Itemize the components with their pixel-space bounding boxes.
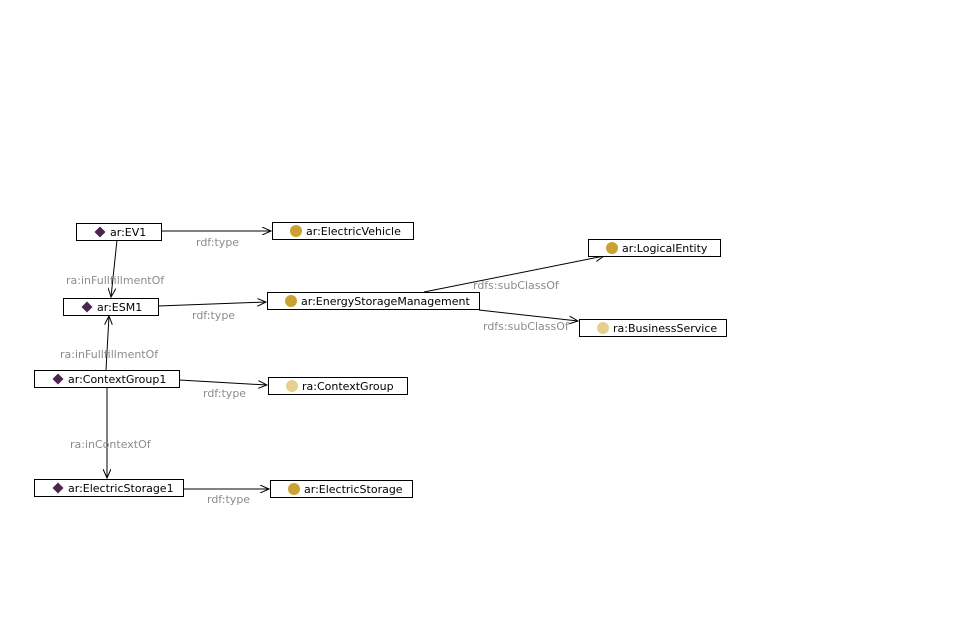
node-label: ar:ElectricStorage1 (68, 482, 174, 495)
node-label: ar:EV1 (110, 226, 146, 239)
diamond-icon (52, 482, 64, 494)
nodes-layer: ar:EV1 ar:ESM1 ar:ContextGroup1 ar:Electric… (34, 222, 727, 498)
node-box (270, 480, 413, 498)
node-label: ar:ElectricStorage (304, 483, 403, 496)
edge-label: rdf:type (192, 309, 235, 322)
edge-label: rdfs:subClassOf (483, 320, 570, 333)
node-label: ra:ContextGroup (302, 380, 394, 393)
edge-arrow (423, 256, 604, 293)
diamond-icon (81, 301, 93, 313)
graph-node[interactable]: ar:ElectricStorage (270, 480, 413, 498)
edge-label: ra:inFullfillmentOf (66, 274, 165, 287)
edge-arrow (157, 302, 266, 307)
node-label: ar:ElectricVehicle (306, 225, 401, 238)
edge-label: ra:inContextOf (70, 438, 152, 451)
edge-label: rdf:type (196, 236, 239, 249)
circle-icon (290, 225, 302, 237)
graph-node[interactable]: ar:ElectricStorage1 (34, 479, 184, 497)
node-label: ar:ESM1 (97, 301, 142, 314)
circle-icon (597, 322, 609, 334)
node-box (34, 370, 180, 388)
edge-label: rdf:type (203, 387, 246, 400)
node-label: ra:BusinessService (613, 322, 717, 335)
node-label: ar:EnergyStorageManagement (301, 295, 470, 308)
graph-node[interactable]: ar:EV1 (76, 223, 162, 241)
circle-icon (285, 295, 297, 307)
diamond-icon (94, 226, 106, 238)
node-box (76, 223, 162, 241)
circle-icon (286, 380, 298, 392)
edge-labels-layer: rdf:type ra:inFullfillmentOf rdf:type rdfs:… (60, 236, 570, 506)
graph-node[interactable]: ar:ElectricVehicle (272, 222, 414, 240)
node-box (588, 239, 721, 257)
node-box (272, 222, 414, 240)
edge-arrow (178, 379, 267, 385)
circle-icon (288, 483, 300, 495)
edges-layer (106, 231, 604, 489)
graph-node[interactable]: ra:ContextGroup (268, 377, 408, 395)
diamond-icon (52, 373, 64, 385)
edge-arrow (478, 309, 578, 321)
graph-node[interactable]: ar:ContextGroup1 (34, 370, 180, 388)
edge-label: rdfs:subClassOf (473, 279, 560, 292)
edge-label: ra:inFullfillmentOf (60, 348, 159, 361)
node-box (267, 292, 480, 310)
graph-node[interactable]: ar:EnergyStorageManagement (267, 292, 480, 310)
graph-node[interactable]: ar:ESM1 (63, 298, 159, 316)
node-box (579, 319, 727, 337)
node-box (268, 377, 408, 395)
node-label: ar:ContextGroup1 (68, 373, 166, 386)
edge-arrow (111, 239, 118, 297)
edge-label: rdf:type (207, 493, 250, 506)
node-box (34, 479, 184, 497)
circle-icon (606, 242, 618, 254)
graph-node[interactable]: ar:LogicalEntity (588, 239, 721, 257)
node-label: ar:LogicalEntity (622, 242, 708, 255)
graph-node[interactable]: ra:BusinessService (579, 319, 727, 337)
edge-arrow (106, 316, 109, 371)
